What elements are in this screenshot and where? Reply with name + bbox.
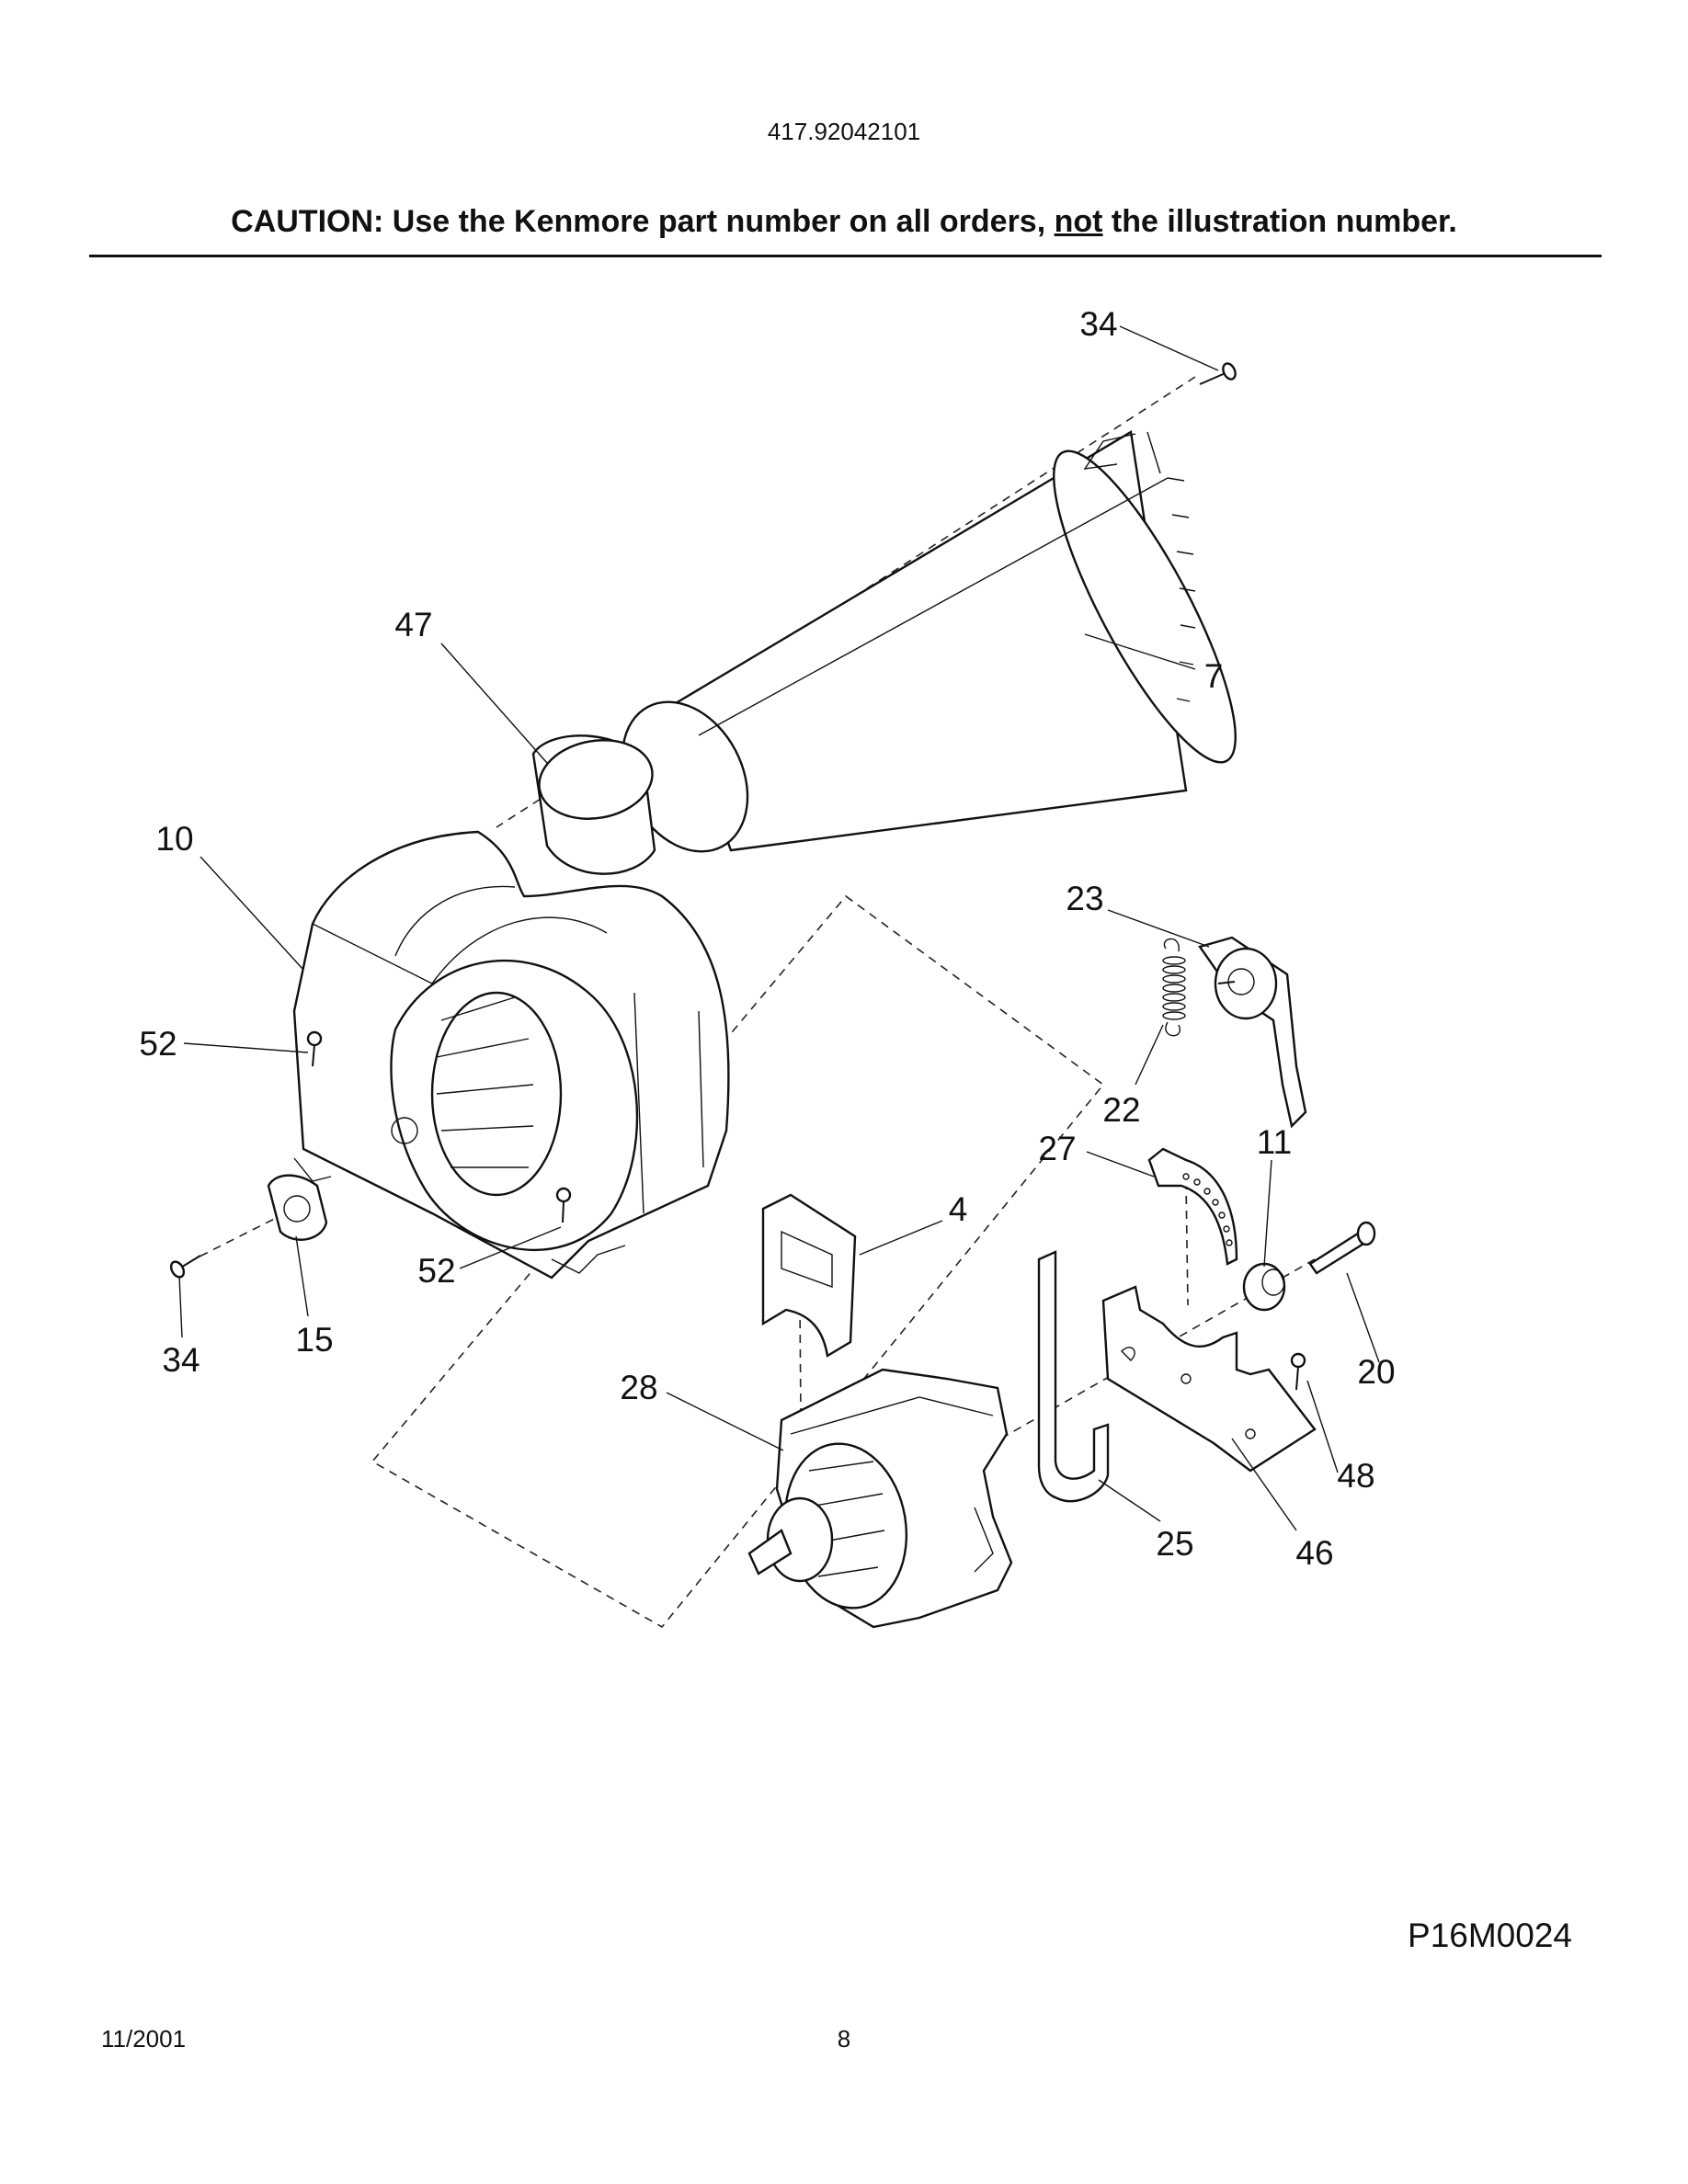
callout-10: 10 [155, 820, 193, 858]
callout-47: 47 [394, 606, 432, 643]
motor-mount-part-46 [1101, 1285, 1317, 1473]
callout-4: 4 [949, 1190, 968, 1228]
screw-part-48 [1290, 1352, 1306, 1391]
screw-part-52-left [306, 1030, 323, 1067]
spring-part-22 [1162, 938, 1186, 1037]
callout-7: 7 [1204, 657, 1224, 695]
screw-part-34-top [1199, 362, 1237, 385]
callout-25: 25 [1156, 1525, 1193, 1563]
callout-22: 22 [1102, 1091, 1140, 1129]
callout-48: 48 [1337, 1457, 1374, 1495]
caution-emphasis: not [1054, 204, 1103, 239]
header-rule [89, 255, 1602, 257]
caution-suffix: the illustration number. [1102, 204, 1457, 239]
leader-lines [178, 325, 1380, 1531]
model-number: 417.92042101 [767, 118, 921, 145]
thermostat-part-15 [267, 1174, 328, 1241]
callout-34-bottom: 34 [162, 1341, 200, 1379]
idler-pulley-part-23 [1198, 936, 1307, 1129]
bolt-part-20 [1308, 1221, 1376, 1275]
page-number: 8 [837, 2025, 851, 2053]
belt-part-25 [1037, 1250, 1110, 1503]
revision-date: 11/2001 [101, 2025, 187, 2053]
idler-bracket-part-27 [1147, 1147, 1238, 1266]
callout-52-left: 52 [139, 1025, 177, 1063]
motor-part-28 [747, 1368, 1013, 1629]
screw-part-52-bottom [555, 1187, 572, 1223]
callout-46: 46 [1295, 1534, 1333, 1572]
callout-20: 20 [1357, 1353, 1395, 1391]
illustration-code: P16M0024 [1408, 1917, 1572, 1954]
cover-part-4 [761, 1193, 857, 1358]
roller-part-11 [1242, 1262, 1286, 1312]
drum-part-7 [621, 430, 1237, 853]
callout-numbers: 34 47 7 10 23 52 22 27 11 4 52 20 34 15 … [139, 305, 1395, 1572]
caution-notice: CAUTION: Use the Kenmore part number on … [0, 204, 1688, 240]
callout-52-bottom: 52 [417, 1252, 455, 1290]
screw-part-34-bottom [169, 1255, 201, 1279]
callout-11: 11 [1257, 1123, 1292, 1161]
blower-housing-part-10 [292, 830, 730, 1280]
callout-28: 28 [620, 1369, 657, 1406]
callout-23: 23 [1066, 880, 1103, 917]
seal-ring-part-47 [531, 734, 656, 875]
callout-27: 27 [1038, 1130, 1076, 1167]
callout-34-top: 34 [1079, 305, 1117, 343]
callout-15: 15 [295, 1321, 333, 1359]
caution-prefix: CAUTION: Use the Kenmore part number on … [231, 204, 1055, 239]
